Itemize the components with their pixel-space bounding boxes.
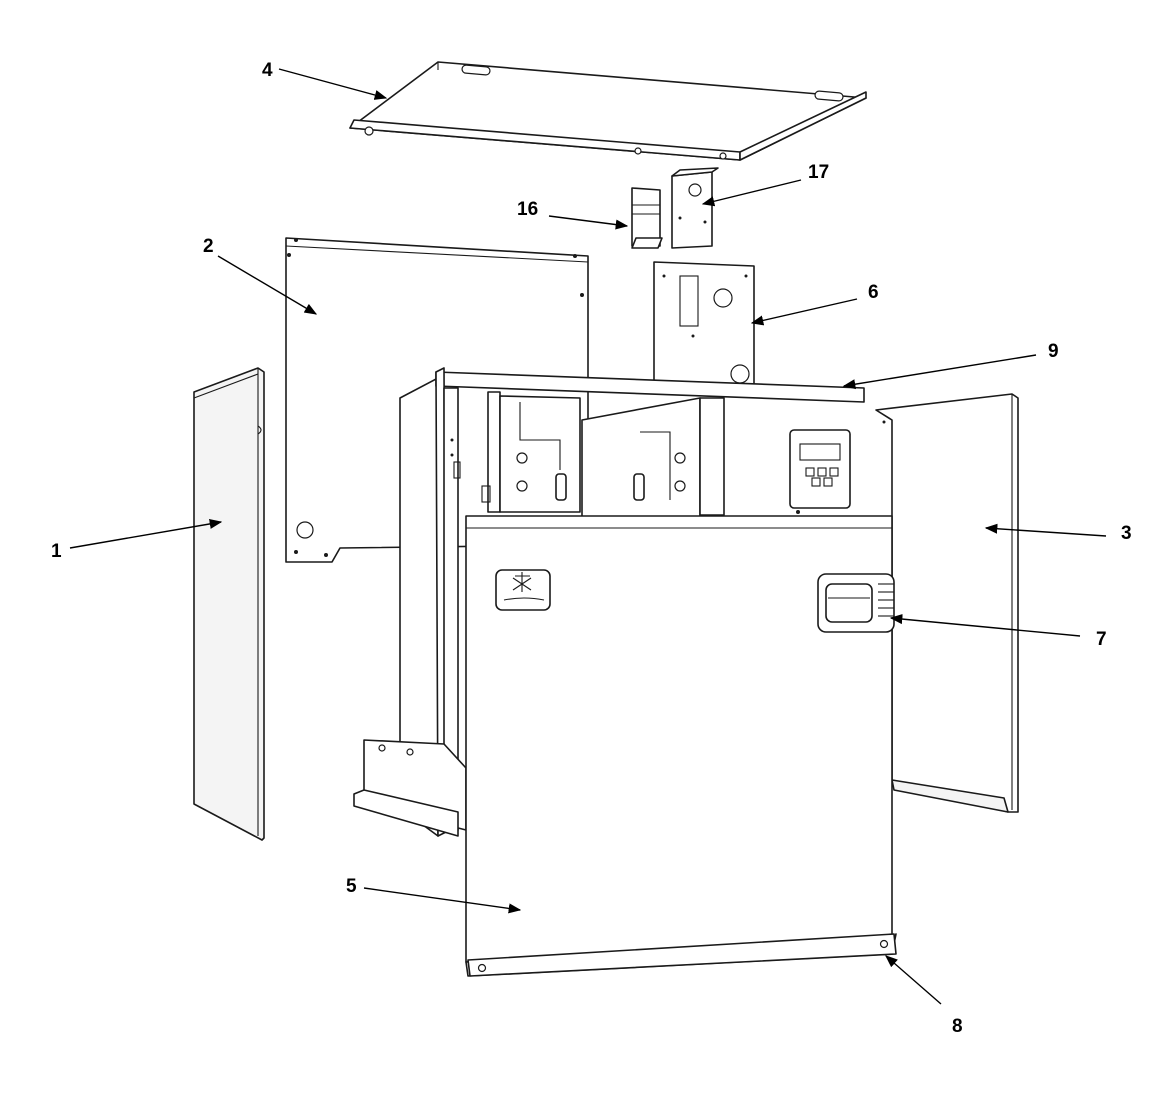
left-side-panel xyxy=(193,367,265,841)
callout-8: 8 xyxy=(952,1016,963,1037)
leader-5 xyxy=(363,887,522,914)
leader-1 xyxy=(69,518,223,549)
small-bracket xyxy=(631,187,663,249)
callout-labels: 1 2 3 4 5 6 7 8 9 16 17 xyxy=(51,60,1132,1037)
callout-17: 17 xyxy=(808,162,829,183)
callout-4: 4 xyxy=(262,60,273,81)
top-panel xyxy=(349,61,867,161)
callout-16: 16 xyxy=(517,199,538,220)
leader-4 xyxy=(278,68,388,100)
leader-2 xyxy=(217,255,318,315)
callout-7: 7 xyxy=(1096,629,1107,650)
callout-2: 2 xyxy=(203,236,214,257)
cabinet-frame xyxy=(353,367,865,837)
callout-6: 6 xyxy=(868,282,879,303)
callout-5: 5 xyxy=(346,876,357,897)
rear-bracket xyxy=(653,261,755,385)
leader-lines xyxy=(69,68,1107,1005)
callout-1: 1 xyxy=(51,541,62,562)
right-side-panel xyxy=(875,393,1019,813)
leader-17 xyxy=(701,179,802,207)
leader-3 xyxy=(984,523,1107,537)
leader-16 xyxy=(548,215,629,230)
front-door xyxy=(465,510,897,977)
electrical-box xyxy=(671,167,719,249)
leader-9 xyxy=(842,354,1037,390)
leader-6 xyxy=(750,298,858,326)
leader-8 xyxy=(885,955,942,1005)
callout-3: 3 xyxy=(1121,523,1132,544)
callout-9: 9 xyxy=(1048,341,1059,362)
controller-panel xyxy=(789,429,851,509)
door-handle xyxy=(817,573,895,633)
leader-7 xyxy=(889,614,1081,637)
